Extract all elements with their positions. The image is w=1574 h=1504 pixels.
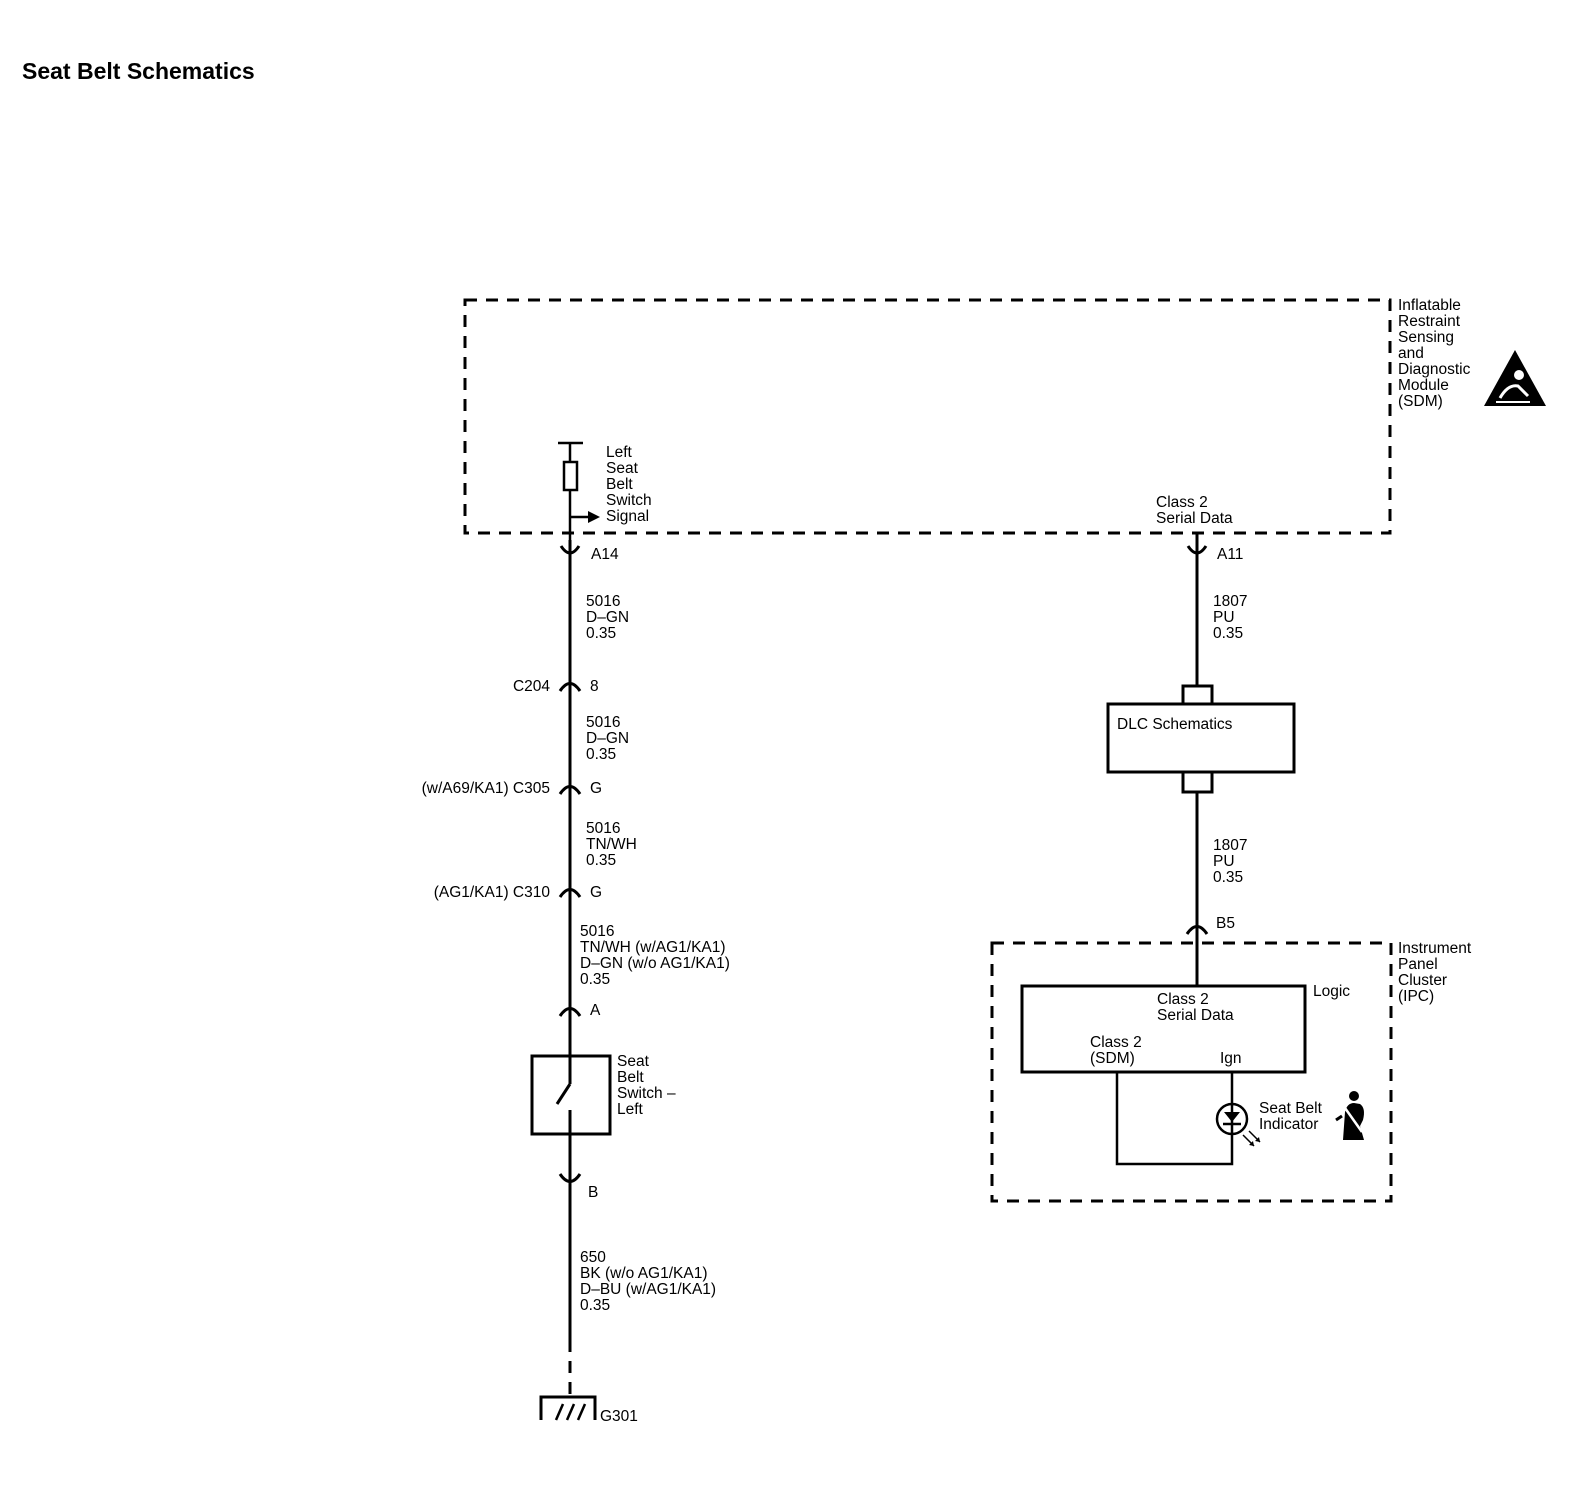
wire-5016-label-3: 5016 TN/WH 0.35 (586, 820, 637, 869)
connector-label: C204 (513, 678, 550, 695)
sdm-name-line: Sensing (1398, 329, 1454, 346)
pin-label: B (588, 1184, 598, 1201)
switch-label-line: Switch – (617, 1085, 676, 1102)
wire-label-line: D–GN (586, 609, 629, 626)
wire-1807-label-1: 1807 PU 0.35 (1213, 593, 1247, 642)
wire-label-line: 0.35 (1213, 869, 1243, 886)
wire-label-line: D–BU (w/AG1/KA1) (580, 1281, 716, 1298)
airbag-warning-icon (1484, 350, 1546, 406)
wire-label-line: 5016 (586, 714, 620, 731)
indicator-circuit (1115, 1072, 1234, 1166)
pin-label: A (590, 1002, 601, 1019)
connector-c305: (w/A69/KA1) C305 G (422, 780, 602, 797)
ipc-name-label: Instrument Panel Cluster (IPC) (1398, 940, 1472, 1005)
sdm-pullup-resistor (558, 441, 600, 540)
ipc-name-line: (IPC) (1398, 988, 1434, 1005)
connector-b5: B5 (1185, 915, 1235, 986)
connector-c204: C204 8 (513, 678, 599, 695)
switch-label-line: Seat (617, 1053, 650, 1070)
wire-label-line: 650 (580, 1249, 606, 1266)
switch-label-line: Belt (617, 1069, 644, 1086)
wire-label-line: D–GN (586, 730, 629, 747)
wire-label-line: 1807 (1213, 837, 1247, 854)
sdm-name-line: (SDM) (1398, 393, 1443, 410)
pin-label: A14 (591, 546, 619, 563)
ground-label: G301 (600, 1408, 638, 1425)
wire-label-line: 1807 (1213, 593, 1247, 610)
wire-label-line: D–GN (w/o AG1/KA1) (580, 955, 730, 972)
wire-label-line: PU (1213, 853, 1235, 870)
wire-1807-label-2: 1807 PU 0.35 (1213, 837, 1247, 886)
connector-a14: A14 (559, 545, 619, 563)
serial-data-line: Class 2 (1157, 991, 1209, 1008)
wire-label-line: 0.35 (586, 625, 616, 642)
wire-label-line: BK (w/o AG1/KA1) (580, 1265, 708, 1282)
left-seat-belt-switch-signal-label: Left Seat Belt Switch Signal (606, 444, 652, 525)
class2-sdm-line: Class 2 (1090, 1034, 1142, 1051)
sdm-name-line: Diagnostic (1398, 361, 1471, 378)
sdm-module-boundary (463, 298, 1392, 535)
switch-label-line: Left (617, 1101, 644, 1118)
serial-data-line: Serial Data (1156, 510, 1233, 527)
ground-symbol: G301 (539, 1395, 638, 1425)
wire-label-line: TN/WH (w/AG1/KA1) (580, 939, 726, 956)
sdm-name-line: Module (1398, 377, 1449, 394)
seat-belt-switch-label: Seat Belt Switch – Left (617, 1053, 676, 1118)
connector-c310: (AG1/KA1) C310 G (434, 884, 602, 901)
wire-label-line: 5016 (580, 923, 614, 940)
seat-belt-indicator-label: Seat Belt Indicator (1259, 1100, 1323, 1133)
seat-belt-indicator-led (1215, 1102, 1261, 1147)
wire-label-line: 0.35 (580, 1297, 610, 1314)
sdm-name-line: Restraint (1398, 313, 1461, 330)
connector-a: A (558, 1002, 601, 1019)
ipc-name-line: Instrument (1398, 940, 1472, 957)
wire-label-line: 0.35 (580, 971, 610, 988)
sdm-class2-serial-data-label: Class 2 Serial Data (1156, 494, 1233, 527)
serial-data-line: Class 2 (1156, 494, 1208, 511)
wire-label-line: 5016 (586, 593, 620, 610)
pin-label: G (590, 884, 602, 901)
sdm-name-line: Inflatable (1398, 297, 1461, 314)
wire-label-line: TN/WH (586, 836, 637, 853)
signal-label-line: Left (606, 444, 633, 461)
ign-label: Ign (1220, 1050, 1242, 1067)
signal-label-line: Seat (606, 460, 639, 477)
ipc-name-line: Cluster (1398, 972, 1447, 989)
seat-belt-icon (1335, 1091, 1364, 1140)
wire-label-line: 0.35 (1213, 625, 1243, 642)
seat-belt-switch-left (530, 1054, 612, 1136)
pin-label: 8 (590, 678, 599, 695)
signal-label-line: Signal (606, 508, 649, 525)
dlc-box: DLC Schematics (1106, 684, 1296, 794)
sdm-name-label: Inflatable Restraint Sensing and Diagnos… (1398, 297, 1471, 410)
ipc-name-line: Panel (1398, 956, 1438, 973)
wire-label-line: 0.35 (586, 746, 616, 763)
logic-label: Logic (1313, 983, 1350, 1000)
signal-label-line: Belt (606, 476, 633, 493)
wire-label-line: 5016 (586, 820, 620, 837)
ipc-module-boundary (990, 941, 1393, 1203)
indicator-label-line: Seat Belt (1259, 1100, 1323, 1117)
sdm-name-line: and (1398, 345, 1424, 362)
pin-label: G (590, 780, 602, 797)
pin-label: B5 (1216, 915, 1235, 932)
serial-data-line: Serial Data (1157, 1007, 1234, 1024)
wire-650-label: 650 BK (w/o AG1/KA1) D–BU (w/AG1/KA1) 0.… (580, 1249, 716, 1314)
class2-sdm-line: (SDM) (1090, 1050, 1135, 1067)
wire-5016-label-4: 5016 TN/WH (w/AG1/KA1) D–GN (w/o AG1/KA1… (580, 923, 730, 988)
connector-label: (AG1/KA1) C310 (434, 884, 551, 901)
connector-label: (w/A69/KA1) C305 (422, 780, 550, 797)
indicator-label-line: Indicator (1259, 1116, 1318, 1133)
ipc-logic-box: Logic Class 2 Serial Data Class 2 (SDM) … (1020, 983, 1350, 1074)
wire-label-line: PU (1213, 609, 1235, 626)
wire-label-line: 0.35 (586, 852, 616, 869)
connector-b: B (558, 1173, 598, 1201)
dlc-schematics-label: DLC Schematics (1117, 716, 1233, 733)
page-title: Seat Belt Schematics (22, 58, 255, 84)
wire-5016-label-1: 5016 D–GN 0.35 (586, 593, 629, 642)
pin-label: A11 (1217, 546, 1243, 563)
wire-5016-label-2: 5016 D–GN 0.35 (586, 714, 629, 763)
signal-label-line: Switch (606, 492, 652, 509)
